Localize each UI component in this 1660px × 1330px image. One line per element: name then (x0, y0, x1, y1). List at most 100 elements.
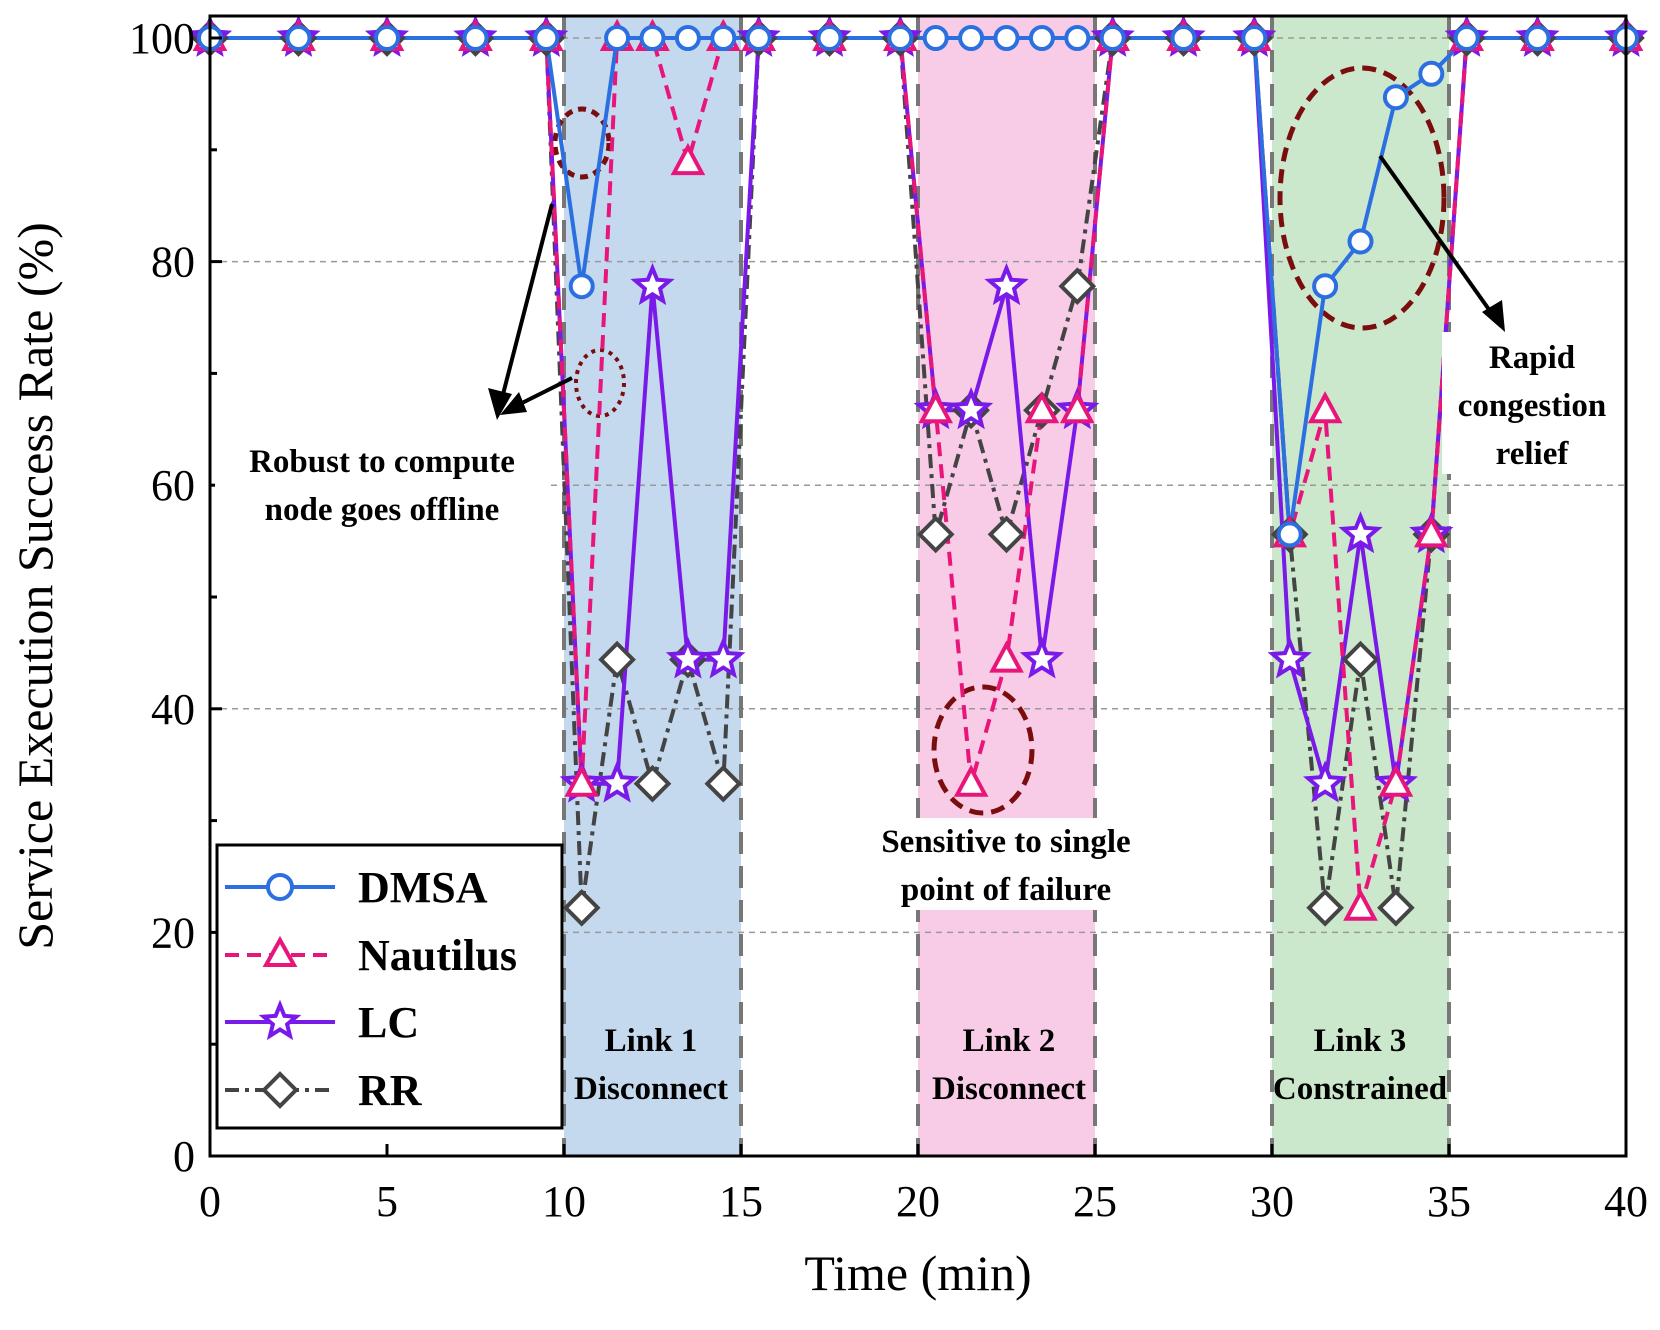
y-tick-label-40: 40 (151, 685, 195, 734)
marker-rr-7 (633, 764, 672, 803)
marker-dmsa-6 (604, 25, 631, 51)
annotation-spof-line1: Sensitive to single (881, 824, 1130, 860)
marker-dmsa-13 (922, 25, 949, 51)
highlight-ellipse-offline-nautilus (574, 348, 626, 418)
marker-rr-22 (1306, 888, 1344, 927)
marker-rr-24 (1377, 888, 1415, 927)
legend-marker-dmsa (266, 873, 294, 901)
x-tick-label-15: 15 (719, 1177, 763, 1226)
marker-lc-8 (665, 636, 711, 679)
highlight-ellipse-relief (1277, 65, 1447, 331)
marker-nautilus-15 (989, 640, 1024, 673)
marker-rr-5 (562, 888, 601, 927)
legend-label-rr: RR (358, 1066, 423, 1115)
series-markers (187, 14, 1649, 927)
legend-item-dmsa: DMSA (225, 863, 488, 912)
marker-dmsa-19 (1170, 25, 1197, 51)
marker-lc-6 (594, 760, 640, 803)
annotations: Robust to compute node goes offline Sens… (215, 154, 1622, 910)
x-tick-label-10: 10 (542, 1177, 586, 1226)
marker-dmsa-2 (374, 25, 400, 51)
legend: DMSA Nautilus LC RR (215, 843, 564, 1130)
annotation-relief-bg (1442, 332, 1622, 474)
marker-nautilus-16 (1024, 391, 1060, 424)
arrow-offline-1-head (488, 388, 512, 420)
series-line-rr (210, 36, 1626, 910)
marker-rr-23 (1341, 640, 1380, 679)
x-tick-label-0: 0 (199, 1177, 221, 1226)
marker-rr-17 (1058, 267, 1097, 306)
marker-dmsa-1 (285, 25, 312, 51)
y-tick-label-60: 60 (151, 461, 195, 510)
annotation-spof-line2: point of failure (901, 872, 1111, 908)
annotation-offline-line1: Robust to compute (249, 444, 515, 480)
region-3-label-line1: Link 3 (1314, 1023, 1407, 1059)
y-tick-label-100: 100 (129, 14, 195, 63)
arrow-relief (1378, 154, 1497, 320)
y-tick-label-20: 20 (151, 908, 195, 957)
marker-dmsa-27 (1524, 25, 1551, 51)
marker-dmsa-7 (639, 25, 666, 51)
legend-marker-nautilus (262, 935, 298, 967)
legend-label-dmsa: DMSA (358, 863, 488, 912)
marker-dmsa-25 (1418, 60, 1445, 87)
marker-lc-21 (1267, 636, 1312, 679)
marker-dmsa-8 (674, 25, 701, 51)
marker-dmsa-11 (816, 25, 843, 51)
shaded-regions (564, 16, 1449, 1156)
annotation-offline-bg (215, 438, 550, 530)
marker-lc-23 (1338, 511, 1383, 554)
marker-nautilus-25 (1413, 515, 1449, 548)
x-axis-title: Time (min) (804, 1245, 1031, 1301)
marker-rr-13 (916, 515, 955, 554)
arrow-offline-2-head (500, 392, 527, 415)
region-labels: Link 1 Disconnect Link 2 Disconnect Link… (574, 1023, 1447, 1107)
marker-dmsa-14 (958, 25, 985, 51)
marker-nautilus-23 (1343, 888, 1378, 921)
marker-dmsa-4 (533, 25, 560, 51)
marker-lc-16 (1019, 636, 1065, 679)
annotation-offline-line2: node goes offline (265, 492, 500, 528)
marker-dmsa-10 (745, 25, 772, 51)
region-2 (918, 16, 1095, 1156)
legend-marker-lc (258, 999, 302, 1041)
marker-lc-22 (1302, 760, 1348, 803)
marker-rr-15 (987, 515, 1026, 554)
annotation-relief-line2: congestion (1458, 388, 1607, 424)
marker-lc-9 (701, 636, 746, 679)
marker-lc-15 (984, 262, 1029, 306)
marker-nautilus-8 (670, 142, 706, 176)
marker-dmsa-23 (1347, 228, 1374, 255)
legend-label-lc: LC (358, 998, 419, 1047)
marker-nautilus-17 (1059, 391, 1095, 424)
marker-nautilus-5 (564, 764, 600, 797)
region-3-label-line2: Constrained (1273, 1071, 1447, 1107)
region-3 (1272, 16, 1449, 1156)
marker-dmsa-12 (887, 25, 914, 51)
x-tick-label-5: 5 (376, 1177, 398, 1226)
marker-dmsa-15 (993, 25, 1020, 51)
annotation-relief-line3: relief (1496, 436, 1570, 472)
marker-dmsa-17 (1064, 25, 1091, 51)
annotation-highlights (552, 65, 1447, 816)
marker-dmsa-20 (1241, 25, 1268, 51)
marker-dmsa-5 (568, 273, 595, 300)
annotation-spof-bg (850, 818, 1165, 910)
x-tick-label-30: 30 (1250, 1177, 1294, 1226)
region-1-label-line1: Link 1 (605, 1023, 698, 1059)
marker-nautilus-14 (953, 764, 989, 797)
legend-item-rr: RR (225, 1066, 423, 1115)
marker-lc-7 (630, 262, 675, 306)
y-tick-label-80: 80 (151, 238, 195, 287)
legend-marker-rr (261, 1071, 299, 1109)
annotation-relief-line1: Rapid (1489, 340, 1575, 376)
legend-item-nautilus: Nautilus (225, 931, 517, 980)
x-tick-label-20: 20 (896, 1177, 940, 1226)
arrow-offline-1 (498, 203, 554, 407)
marker-rr-6 (598, 640, 636, 679)
marker-dmsa-16 (1028, 25, 1055, 51)
highlight-ellipse-offline-dmsa (552, 106, 612, 180)
marker-nautilus-22 (1307, 391, 1343, 424)
